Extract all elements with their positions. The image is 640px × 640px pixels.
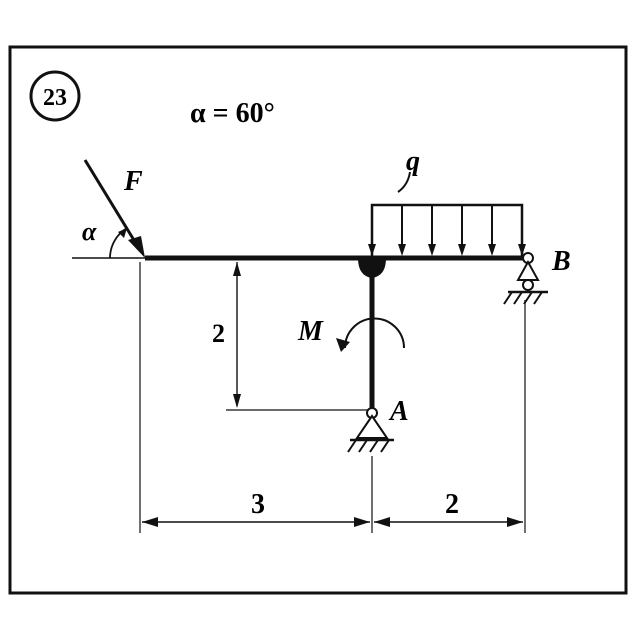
support-a — [347, 407, 394, 453]
load-arrow-head — [368, 244, 376, 256]
support-b — [503, 252, 548, 305]
horizontal-dimensions — [139, 262, 526, 533]
left-span-label: 3 — [251, 489, 265, 520]
frame — [8, 45, 628, 595]
problem-number-badge: 23 — [29, 70, 81, 122]
support-b-label: B — [551, 246, 571, 277]
load-arrow-head — [458, 244, 466, 256]
force-f-label: F — [123, 166, 143, 197]
moment-m-arrow — [336, 317, 405, 352]
distributed-load — [368, 171, 526, 258]
support-a-label: A — [388, 396, 409, 427]
load-arrow-head — [398, 244, 406, 256]
angle-arc-arrowhead — [118, 228, 127, 238]
force-f-arrow — [83, 159, 145, 258]
load-arrows — [368, 205, 526, 256]
angle-condition: α = 60° — [190, 98, 275, 129]
distributed-load-label: q — [406, 146, 420, 177]
load-arrow-head — [518, 244, 526, 256]
right-span-label: 2 — [445, 489, 459, 520]
rigid-joint — [358, 258, 386, 278]
load-arrow-head — [428, 244, 436, 256]
moment-m-label: M — [297, 316, 324, 347]
vertical-dimension — [226, 262, 368, 411]
problem-number: 23 — [43, 85, 67, 111]
angle-alpha-label: α — [82, 217, 97, 246]
vertical-dimension-label: 2 — [212, 319, 225, 348]
load-arrow-head — [488, 244, 496, 256]
